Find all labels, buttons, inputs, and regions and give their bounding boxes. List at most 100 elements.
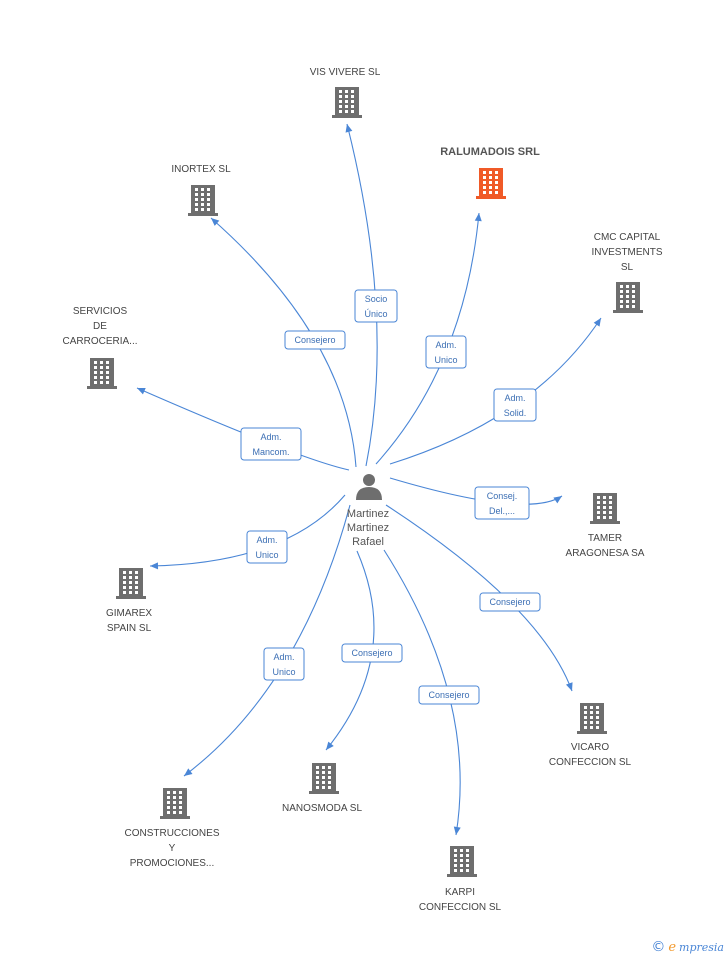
company-label-line-1: TAMER bbox=[588, 533, 622, 544]
company-label-line-1: VIS VIVERE SL bbox=[310, 67, 381, 78]
relation-text-line-1: Consejero bbox=[294, 335, 335, 345]
company-label-line-3: SL bbox=[621, 262, 634, 273]
brand-name: mpresia bbox=[679, 940, 724, 954]
arrow-nanosmoda bbox=[326, 741, 334, 750]
center-name-line-1: Martinez bbox=[347, 508, 389, 520]
relation-box bbox=[479, 592, 541, 612]
arrow-cmc-capital bbox=[593, 318, 601, 327]
relation-text-line-2: Unico bbox=[272, 667, 295, 677]
company-label-line-1: SERVICIOS bbox=[73, 306, 128, 317]
company-label-line-1: KARPI bbox=[445, 887, 475, 898]
relation-box bbox=[263, 647, 305, 681]
relation-text-line-2: Unico bbox=[434, 355, 457, 365]
building-icon bbox=[590, 493, 620, 524]
company-label-line-1: CMC CAPITAL bbox=[594, 232, 661, 243]
relation-box bbox=[474, 486, 530, 520]
relation-text-line-2: Solid. bbox=[504, 408, 527, 418]
company-label-line-2: INVESTMENTS bbox=[591, 247, 662, 258]
relation-box bbox=[418, 685, 480, 705]
company-label-line-1: CONSTRUCCIONES bbox=[124, 828, 219, 839]
company-label-line-2: CONFECCION SL bbox=[549, 757, 632, 768]
relation-label-gimarex[interactable]: Adm. Unico bbox=[246, 530, 288, 564]
center-name-line-2: Martinez bbox=[347, 522, 389, 534]
relation-label-construcciones[interactable]: Adm. Unico bbox=[263, 647, 305, 681]
relation-text-line-2: Unico bbox=[255, 550, 278, 560]
company-node-ralumadois[interactable]: RALUMADOIS SRL bbox=[440, 146, 540, 199]
relation-text-line-1: Consej. bbox=[487, 491, 518, 501]
relation-label-inortex[interactable]: Consejero bbox=[284, 330, 346, 350]
arrow-vicaro bbox=[565, 682, 573, 691]
relation-text-line-2: Único bbox=[364, 309, 387, 319]
relation-text-line-1: Adm. bbox=[504, 393, 525, 403]
building-icon bbox=[116, 568, 146, 599]
arrow-gimarex bbox=[150, 562, 159, 570]
building-icon bbox=[332, 87, 362, 118]
company-node-vis-vivere[interactable]: VIS VIVERE SL bbox=[310, 67, 381, 118]
brand-initial: e bbox=[668, 939, 677, 955]
building-icon bbox=[309, 763, 339, 794]
company-label-line-3: CARROCERIA... bbox=[62, 336, 137, 347]
company-label-line-2: CONFECCION SL bbox=[419, 902, 502, 913]
relation-label-tamer[interactable]: Consej. Del.,... bbox=[474, 486, 530, 520]
arrow-ralumadois bbox=[474, 213, 482, 222]
arrow-vis-vivere bbox=[345, 124, 353, 133]
relation-text-line-1: Socio bbox=[365, 294, 388, 304]
center-name-line-3: Rafael bbox=[352, 536, 384, 548]
relation-text-line-1: Consejero bbox=[489, 597, 530, 607]
building-icon bbox=[188, 185, 218, 216]
relation-box bbox=[493, 388, 537, 422]
company-node-construcciones[interactable]: CONSTRUCCIONES Y PROMOCIONES... bbox=[124, 788, 220, 869]
arrow-construcciones bbox=[184, 768, 193, 776]
relation-text-line-1: Adm. bbox=[256, 535, 277, 545]
arrow-karpi bbox=[453, 826, 461, 835]
building-icon bbox=[160, 788, 190, 819]
relation-label-nanosmoda[interactable]: Consejero bbox=[341, 643, 403, 663]
relation-label-servicios[interactable]: Adm.Mancom. bbox=[240, 427, 302, 461]
company-node-vicaro[interactable]: VICARO CONFECCION SL bbox=[549, 703, 632, 768]
center-person[interactable]: Martinez Martinez Rafael bbox=[347, 474, 389, 548]
relation-text-line-2: Del.,... bbox=[489, 506, 515, 516]
relation-text-line-1: Consejero bbox=[428, 690, 469, 700]
building-icon bbox=[447, 846, 477, 877]
arrow-inortex bbox=[211, 218, 220, 226]
company-node-karpi[interactable]: KARPI CONFECCION SL bbox=[419, 846, 502, 913]
company-label-line-1: RALUMADOIS SRL bbox=[440, 146, 540, 158]
building-icon bbox=[476, 168, 506, 199]
relation-text-line-1: Consejero bbox=[351, 648, 392, 658]
company-label-line-2: SPAIN SL bbox=[107, 623, 152, 634]
arrow-tamer bbox=[553, 496, 562, 504]
building-icon bbox=[613, 282, 643, 313]
relation-box bbox=[246, 530, 288, 564]
relation-text-line-1: Adm. bbox=[435, 340, 456, 350]
company-label-line-3: PROMOCIONES... bbox=[130, 858, 214, 869]
relation-label-vicaro[interactable]: Consejero bbox=[479, 592, 541, 612]
relation-label-cmc-capital[interactable]: Adm. Solid. bbox=[493, 388, 537, 422]
company-node-cmc-capital[interactable]: CMC CAPITAL INVESTMENTS SL bbox=[591, 232, 663, 313]
company-node-inortex[interactable]: INORTEX SL bbox=[171, 164, 231, 216]
company-node-nanosmoda[interactable]: NANOSMODA SL bbox=[282, 763, 362, 814]
company-node-servicios[interactable]: SERVICIOS DE CARROCERIA... bbox=[62, 306, 138, 389]
building-icon bbox=[87, 358, 117, 389]
relation-label-karpi[interactable]: Consejero bbox=[418, 685, 480, 705]
edge-vicaro bbox=[385, 504, 573, 692]
relation-box bbox=[354, 289, 398, 323]
company-label-line-2: Y bbox=[169, 843, 176, 854]
building-icon bbox=[577, 703, 607, 734]
relation-label-ralumadois[interactable]: Adm. Unico bbox=[425, 335, 467, 369]
relation-box bbox=[341, 643, 403, 663]
relation-text-line-1: Adm. bbox=[273, 652, 294, 662]
person-icon bbox=[356, 474, 382, 500]
arrow-servicios bbox=[137, 388, 146, 395]
company-label-line-1: INORTEX SL bbox=[171, 164, 231, 175]
company-label-line-1: VICARO bbox=[571, 742, 610, 753]
relation-text-line-1: Adm. bbox=[260, 432, 281, 442]
company-label-line-2: DE bbox=[93, 321, 107, 332]
copyright-icon: © bbox=[651, 939, 666, 955]
relation-box bbox=[240, 427, 302, 461]
company-label-line-1: NANOSMODA SL bbox=[282, 803, 362, 814]
relation-box bbox=[284, 330, 346, 350]
